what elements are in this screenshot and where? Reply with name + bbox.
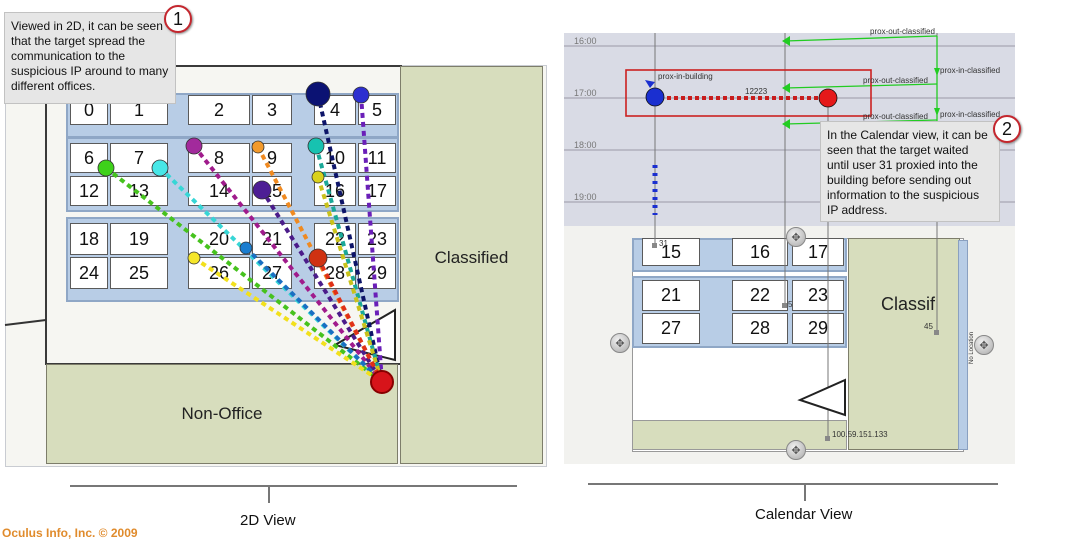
room-25[interactable]: 25 (110, 257, 168, 289)
callout-calendar: In the Calendar view, it can be seen tha… (820, 121, 1000, 222)
callout-2d-text: Viewed in 2D, it can be seen that the ta… (11, 19, 169, 93)
caption-2d-view: 2D View (240, 512, 296, 529)
zone-classified[interactable]: Classified (400, 66, 543, 464)
cal-room-23[interactable]: 23 (792, 280, 844, 311)
comm-line-blue (244, 246, 384, 384)
node-orange (251, 140, 265, 154)
room-3[interactable]: 3 (252, 95, 292, 125)
cal-zone-non-office (632, 420, 847, 450)
label-user-31: 31 (659, 239, 668, 248)
time-label-18: 18:00 (574, 140, 597, 150)
cal-room-16[interactable]: 16 (732, 238, 788, 266)
pan-left-button[interactable]: ✥ (610, 333, 630, 353)
zone-non-office[interactable]: Non-Office (46, 364, 398, 464)
cal-node-ip (818, 88, 838, 108)
cal-room-21[interactable]: 21 (642, 280, 700, 311)
room-18[interactable]: 18 (70, 223, 108, 255)
zone-non-office-label: Non-Office (181, 404, 263, 423)
comm-line-indigo (359, 94, 384, 383)
node-teal (307, 137, 325, 155)
node-yellow (187, 251, 201, 265)
node-green (97, 159, 115, 177)
callout-2d: Viewed in 2D, it can be seen that the ta… (4, 12, 176, 104)
caption-tick-2d (268, 485, 270, 503)
caption-bracket-2d (70, 485, 517, 487)
room-21[interactable]: 21 (252, 223, 292, 255)
room-19[interactable]: 19 (110, 223, 168, 255)
pan-down-button[interactable]: ✥ (786, 440, 806, 460)
room-24[interactable]: 24 (70, 257, 108, 289)
label-count: 12223 (745, 87, 768, 96)
node-blue (239, 241, 253, 255)
comm-line-navy (316, 93, 384, 383)
caption-bracket-calendar (588, 483, 998, 485)
badge-1: 1 (164, 5, 192, 33)
comm-line-violet (260, 188, 384, 384)
comm-line-yellow (192, 256, 384, 384)
badge-2: 2 (993, 115, 1021, 143)
badge-2-label: 2 (1001, 118, 1012, 139)
copyright-text: Oculus Info, Inc. © 2009 (2, 526, 138, 540)
label-ip-address: 100.59.151.133 (832, 430, 888, 439)
label-prox-out-classified-3: prox-out-classified (863, 112, 928, 121)
label-45: 45 (924, 322, 933, 331)
node-cyan (151, 159, 169, 177)
time-label-17: 17:00 (574, 88, 597, 98)
time-label-16: 16:00 (574, 36, 597, 46)
label-5: 5 (788, 300, 793, 309)
cal-room-28[interactable]: 28 (732, 313, 788, 344)
badge-1-label: 1 (172, 8, 183, 29)
cal-room-27[interactable]: 27 (642, 313, 700, 344)
label-prox-in-classified-1: prox-in-classified (940, 66, 1001, 75)
room-12[interactable]: 12 (70, 176, 108, 206)
zone-classified-label: Classified (434, 248, 509, 267)
label-prox-in-classified-2: prox-in-classified (940, 110, 1001, 119)
cal-room-29[interactable]: 29 (792, 313, 844, 344)
label-prox-in-building: prox-in-building (658, 72, 713, 81)
pan-right-button[interactable]: ✥ (974, 335, 994, 355)
cal-room-17[interactable]: 17 (792, 238, 844, 266)
label-prox-out-classified-2: prox-out-classified (863, 76, 928, 85)
caption-tick-calendar (804, 483, 806, 501)
node-red-orange (308, 248, 328, 268)
node-indigo (352, 86, 370, 104)
cal-room-15[interactable]: 15 (642, 238, 700, 266)
label-prox-out-classified-1: prox-out-classified (870, 27, 935, 36)
node-purple (185, 137, 203, 155)
cal-vertical-strip (958, 240, 968, 450)
pan-up-button[interactable]: ✥ (786, 227, 806, 247)
cal-node-user (645, 87, 665, 107)
room-17[interactable]: 17 (358, 176, 396, 206)
node-target-ip (370, 370, 394, 394)
callout-calendar-text: In the Calendar view, it can be seen tha… (827, 128, 988, 217)
node-violet (252, 180, 272, 200)
time-label-19: 19:00 (574, 192, 597, 202)
node-olive (311, 170, 325, 184)
room-2[interactable]: 2 (188, 95, 250, 125)
room-16[interactable]: 16 (314, 176, 356, 206)
comm-line-teal (314, 145, 384, 383)
cal-room-22[interactable]: 22 (732, 280, 788, 311)
comm-line-green (104, 166, 384, 384)
caption-calendar-view: Calendar View (755, 506, 853, 523)
node-navy (305, 81, 331, 107)
cal-zone-label: Classif (881, 293, 936, 314)
room-20[interactable]: 20 (188, 223, 250, 255)
